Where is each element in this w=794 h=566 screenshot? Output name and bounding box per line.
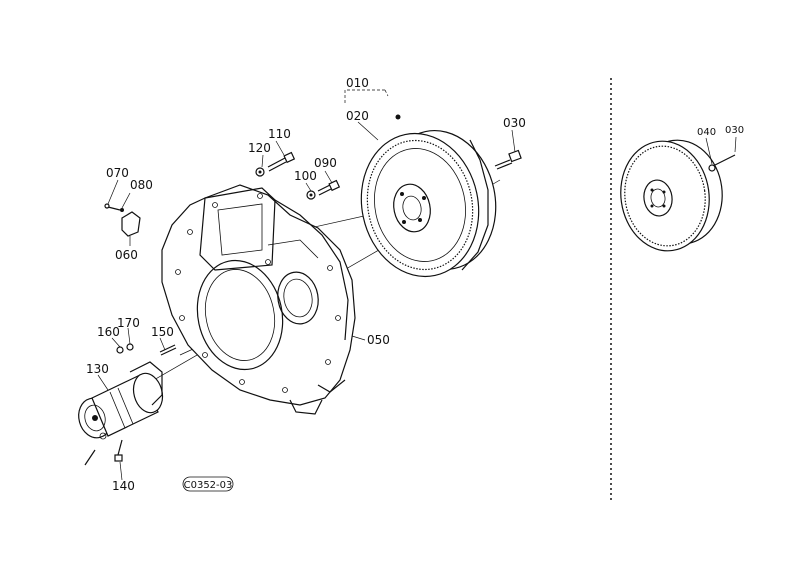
drawing-code-frame: [182, 476, 234, 492]
cover-plate-and-screw: [104, 203, 141, 237]
callout-150: 150: [151, 325, 174, 339]
callout-010: 010: [346, 76, 369, 90]
callout-leader-lines: [97, 89, 737, 481]
callout-050: 050: [367, 333, 390, 347]
callout-100: 100: [294, 169, 317, 183]
callout-030-alt: 030: [725, 125, 744, 136]
callout-070: 070: [106, 166, 129, 180]
callout-160: 160: [97, 325, 120, 339]
callout-110: 110: [268, 127, 291, 141]
callout-170: 170: [117, 316, 140, 330]
flywheel-alternate-view: [620, 139, 736, 252]
callout-020: 020: [346, 109, 369, 123]
drawing-code: C0352-03: [184, 480, 233, 491]
callout-090: 090: [314, 156, 337, 170]
callout-140: 140: [112, 479, 135, 493]
callout-130: 130: [86, 362, 109, 376]
flywheel-housing: [161, 184, 356, 415]
flywheel-bolt: [494, 149, 522, 170]
callout-060: 060: [115, 248, 138, 262]
callout-030: 030: [503, 116, 526, 130]
flywheel-with-ring-gear: [360, 114, 497, 278]
starter-mounting-bolts: [114, 343, 177, 462]
callout-080: 080: [130, 178, 153, 192]
callout-040: 040: [697, 127, 716, 138]
starter-motor: [78, 361, 164, 466]
callout-120: 120: [248, 141, 271, 155]
